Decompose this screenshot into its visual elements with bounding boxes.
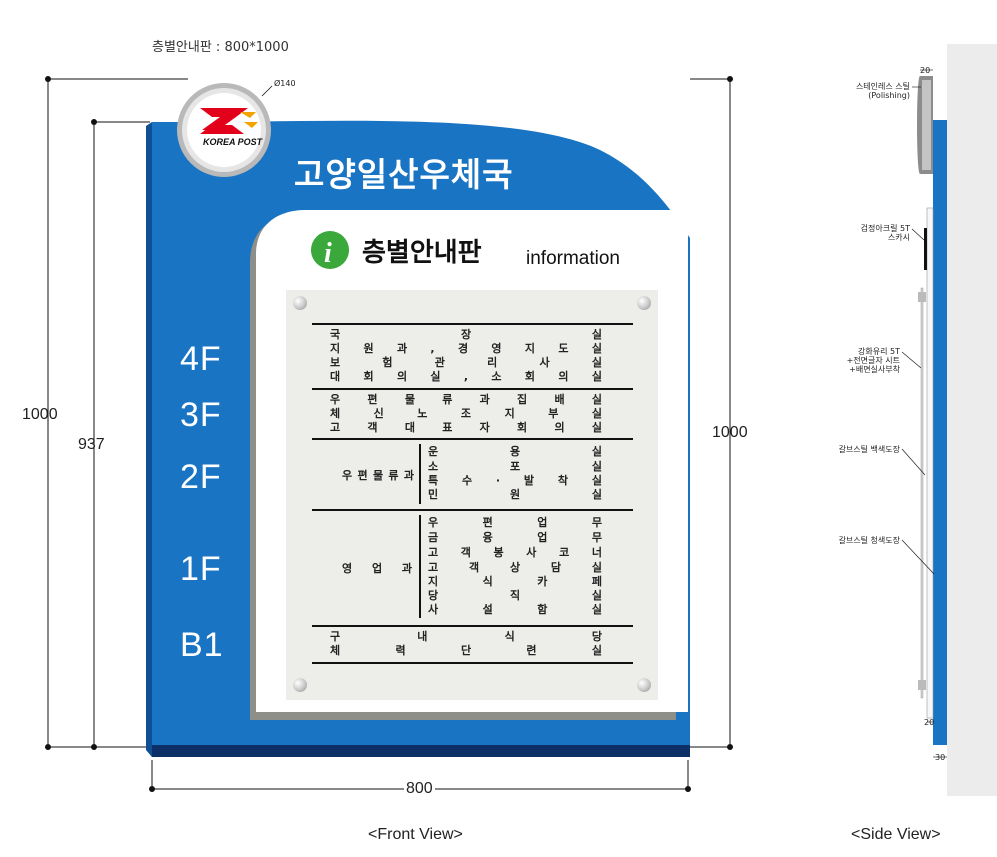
drawing-title: 층별안내판 : 800*1000 (152, 40, 289, 55)
side-view-drawing (901, 44, 997, 796)
dim-label-height-right: 1000 (712, 424, 748, 441)
side-view-label: <Side View> (851, 826, 941, 843)
dim-label-width: 800 (404, 780, 435, 798)
logo-text: KOREA POST (203, 137, 263, 147)
korea-post-emblem-icon (200, 108, 258, 134)
floor-label-b1: B1 (180, 626, 224, 664)
panel-base-edge (146, 745, 690, 757)
label-steel-white: 갈브스틸 백색도장 (838, 445, 900, 454)
floor-label-1f: 1F (180, 550, 222, 588)
side-dim-top: 20 (920, 66, 931, 75)
black-acrylic (924, 228, 927, 270)
group-bar-1f (419, 515, 421, 618)
directory-panel (286, 290, 658, 700)
side-board (926, 207, 934, 719)
label-glass: 강화유리 5T+전면글자 시트+배면실사부착 (846, 347, 900, 374)
screw-icon (637, 678, 651, 692)
divider-line (312, 323, 633, 325)
dim-label-height-inner: 937 (78, 436, 105, 453)
divider-line (312, 625, 633, 627)
board-subtitle: information (526, 248, 620, 269)
floor-label-2f: 2F (180, 458, 222, 496)
svg-text:i: i (324, 238, 332, 269)
label-steel-blue: 갈브스틸 청색도장 (838, 536, 900, 545)
side-panel-blue (933, 120, 947, 745)
dim-label-height-outer: 1000 (22, 406, 58, 423)
side-dim-bottom-b: 30 (935, 753, 946, 762)
office-name: 고양일산우체국 (294, 155, 514, 194)
screw-icon (293, 678, 307, 692)
logo-diameter: Ø140 (274, 79, 296, 88)
group-bar-2f (419, 444, 421, 504)
label-stainless: 스테인레스 스틸(Polishing) (855, 82, 910, 100)
tempered-glass (920, 287, 924, 699)
front-view-label: <Front View> (368, 826, 463, 843)
divider-line (312, 509, 633, 511)
screw-icon (293, 296, 307, 310)
divider-line (312, 662, 633, 664)
board-heading: 층별안내판 (362, 238, 482, 268)
floor-label-4f: 4F (180, 340, 222, 378)
info-icon (311, 231, 349, 269)
screw-icon (637, 296, 651, 310)
divider-line (312, 388, 633, 390)
divider-line (312, 438, 633, 440)
side-dim-bottom-a: 20 (924, 718, 935, 727)
wall (947, 44, 997, 796)
floor-label-3f: 3F (180, 396, 222, 434)
